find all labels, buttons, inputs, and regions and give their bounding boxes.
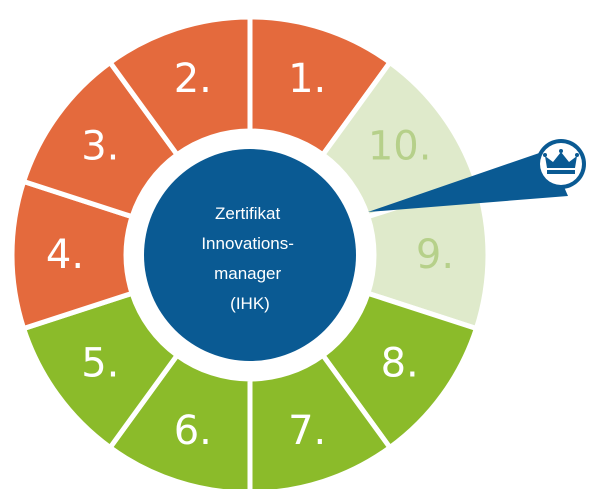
segment-shape xyxy=(247,351,394,489)
segment-5: 7. xyxy=(247,351,394,489)
segment-10: 2. xyxy=(106,14,253,159)
segment-8: 4. xyxy=(9,178,136,332)
segment-label: 10. xyxy=(368,123,432,169)
crown-icon xyxy=(543,149,579,174)
segment-label: 5. xyxy=(81,341,119,387)
segment-label: 1. xyxy=(288,56,326,102)
center-title: Zertifikat Innovations- manager (IHK) xyxy=(201,204,298,313)
segment-label: 7. xyxy=(288,408,326,454)
center-circle xyxy=(144,149,356,361)
segment-label: 3. xyxy=(81,123,119,169)
crown-badge xyxy=(536,139,586,189)
wheel-segments: 1. 10. 9. 8. 7. 6. 5. 4. 3. 2. xyxy=(9,14,491,489)
segment-label: 9. xyxy=(416,232,454,278)
center-line-1: Zertifikat xyxy=(215,204,280,223)
segment-label: 8. xyxy=(381,341,419,387)
pointer-wedge xyxy=(368,150,568,212)
segment-label: 6. xyxy=(174,408,212,454)
center-line-3: manager xyxy=(214,264,281,283)
center-line-2: Innovations- xyxy=(201,234,294,253)
center-line-4: (IHK) xyxy=(230,294,270,313)
segment-label: 2. xyxy=(174,56,212,102)
segment-shape xyxy=(106,14,253,159)
segment-label: 4. xyxy=(46,232,84,278)
